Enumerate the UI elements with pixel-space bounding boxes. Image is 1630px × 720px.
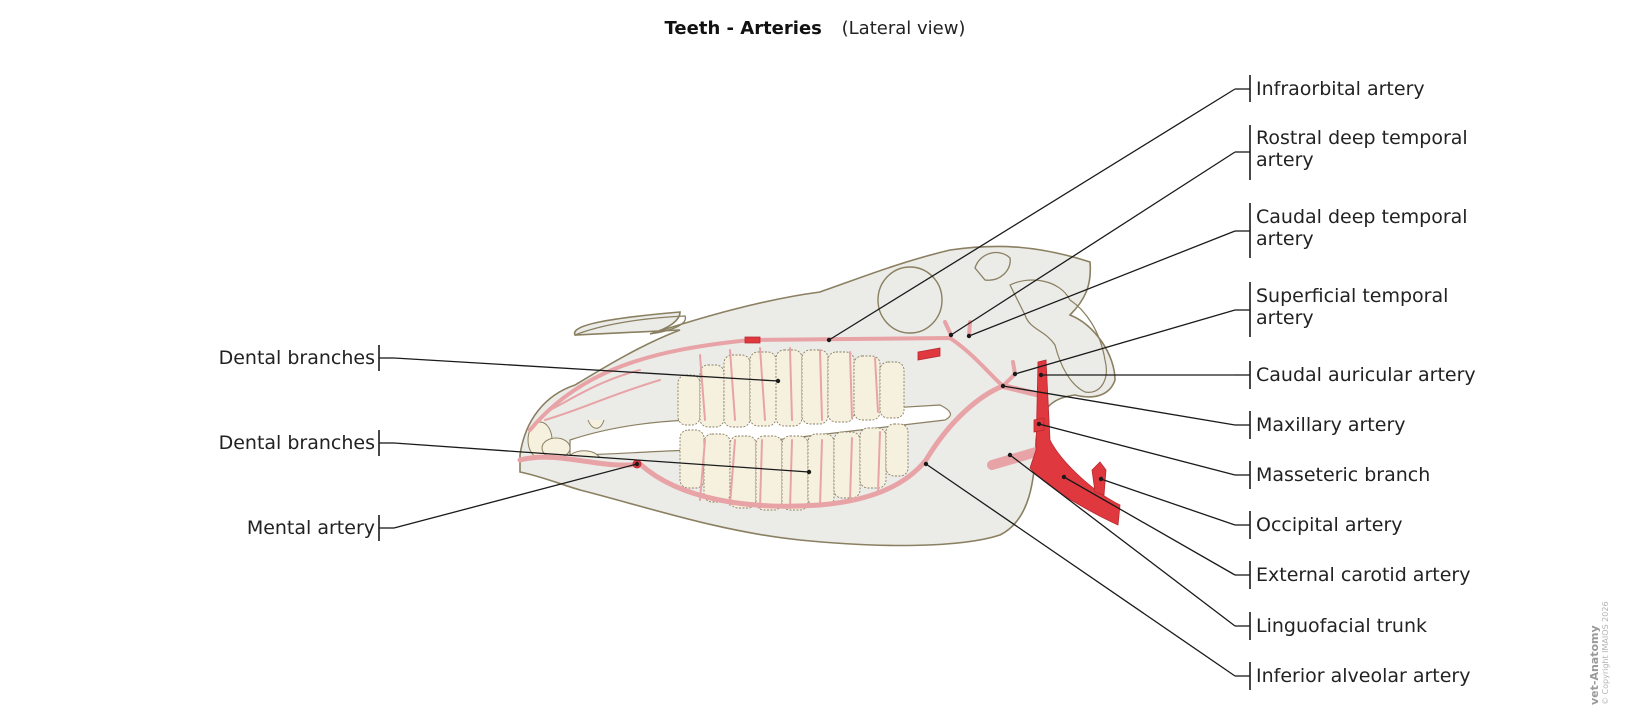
title-main: Teeth - Arteries <box>664 18 822 39</box>
leader-line <box>1100 478 1236 526</box>
nasal-process <box>574 315 687 336</box>
light-arteries <box>517 320 1043 509</box>
leader-line <box>1014 309 1236 375</box>
pointer-dot <box>806 469 812 475</box>
pointer-dot <box>634 461 640 467</box>
pointer-dot <box>1038 372 1044 378</box>
leader-line <box>393 442 810 473</box>
label-external-carotid-artery: External carotid artery <box>1256 564 1471 586</box>
leader-line <box>1063 476 1236 576</box>
watermark-brand: vet-Anatomy <box>1588 625 1601 705</box>
label-linguofacial-trunk: Linguofacial trunk <box>1256 615 1427 637</box>
pointer-dot <box>775 378 781 384</box>
label-mental-artery: Mental artery <box>246 517 375 539</box>
label-line-1: Caudal deep temporal <box>1256 206 1468 228</box>
label-caudal-deep-temporal-artery: Caudal deep temporal artery <box>1256 206 1468 250</box>
incisors <box>527 419 605 459</box>
pointer-dot <box>1000 383 1006 389</box>
orbit-outline <box>877 266 943 334</box>
label-inferior-alveolar-artery: Inferior alveolar artery <box>1256 665 1471 687</box>
lower-cheek-teeth <box>679 423 909 511</box>
label-line-1: Superficial temporal <box>1256 285 1449 307</box>
pointer-dot <box>1036 421 1042 427</box>
label-line-2: artery <box>1256 307 1314 329</box>
pointer-dot <box>1012 371 1018 377</box>
label-line-2: artery <box>1256 228 1314 250</box>
label-maxillary-artery: Maxillary artery <box>1256 414 1406 436</box>
pointer-dot <box>1098 476 1104 482</box>
leader-line <box>393 463 638 529</box>
label-infraorbital-artery: Infraorbital artery <box>1256 78 1425 100</box>
leader-line <box>925 463 1236 677</box>
label-caudal-auricular-artery: Caudal auricular artery <box>1256 364 1476 386</box>
leader-lines <box>378 75 1251 690</box>
pointer-dot <box>948 332 954 338</box>
upper-cheek-teeth <box>677 349 905 428</box>
diagram-title: Teeth - Arteries (Lateral view) <box>0 18 1630 39</box>
temporal-outline <box>1009 279 1107 393</box>
leader-line <box>828 88 1236 341</box>
pointer-dot <box>826 337 832 343</box>
leader-line <box>1009 454 1236 627</box>
pointer-dot <box>1007 452 1013 458</box>
label-masseteric-branch: Masseteric branch <box>1256 464 1431 486</box>
watermark: vet-Anatomy © Copyright IMAIOS 2026 <box>1588 601 1610 705</box>
watermark-copyright: © Copyright IMAIOS 2026 <box>1601 601 1610 705</box>
leader-line <box>1038 423 1236 476</box>
label-dental-branches-lower: Dental branches <box>218 432 375 454</box>
label-rostral-deep-temporal-artery: Rostral deep temporal artery <box>1256 127 1468 171</box>
zygomatic-outline <box>974 251 1011 281</box>
label-dental-branches-upper: Dental branches <box>218 347 375 369</box>
label-line-2: artery <box>1256 149 1314 171</box>
label-line-1: Rostral deep temporal <box>1256 127 1468 149</box>
pointer-dot <box>923 461 929 467</box>
leader-line <box>968 230 1236 337</box>
label-superficial-temporal-artery: Superficial temporal artery <box>1256 285 1448 329</box>
leader-line <box>950 151 1236 336</box>
leader-line <box>1002 385 1236 426</box>
label-occipital-artery: Occipital artery <box>1256 514 1403 536</box>
leader-line <box>393 357 779 382</box>
oral-cavity <box>569 404 952 456</box>
pointer-dot <box>1061 474 1067 480</box>
title-subtitle: (Lateral view) <box>841 18 966 39</box>
pointer-dot <box>966 333 972 339</box>
